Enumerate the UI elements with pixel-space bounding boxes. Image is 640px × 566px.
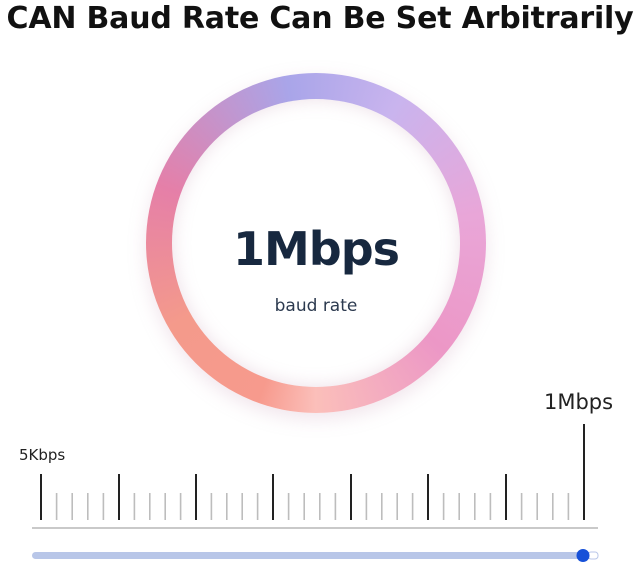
scale-max-label: 1Mbps	[544, 390, 614, 414]
baud-rate-dial: 1Mbps baud rate	[146, 73, 486, 413]
slider-thumb[interactable]	[576, 549, 590, 562]
scale-ticks	[40, 474, 570, 520]
baud-rate-value: 1Mbps	[232, 222, 400, 276]
dial-face: 1Mbps baud rate	[172, 99, 460, 387]
baud-rate-slider[interactable]	[32, 549, 599, 562]
slider-track[interactable]	[32, 552, 598, 559]
page-title: CAN Baud Rate Can Be Set Arbitrarily	[6, 1, 634, 36]
scale-min-label: 5Kbps	[19, 446, 66, 464]
baud-rate-label: baud rate	[274, 296, 358, 316]
